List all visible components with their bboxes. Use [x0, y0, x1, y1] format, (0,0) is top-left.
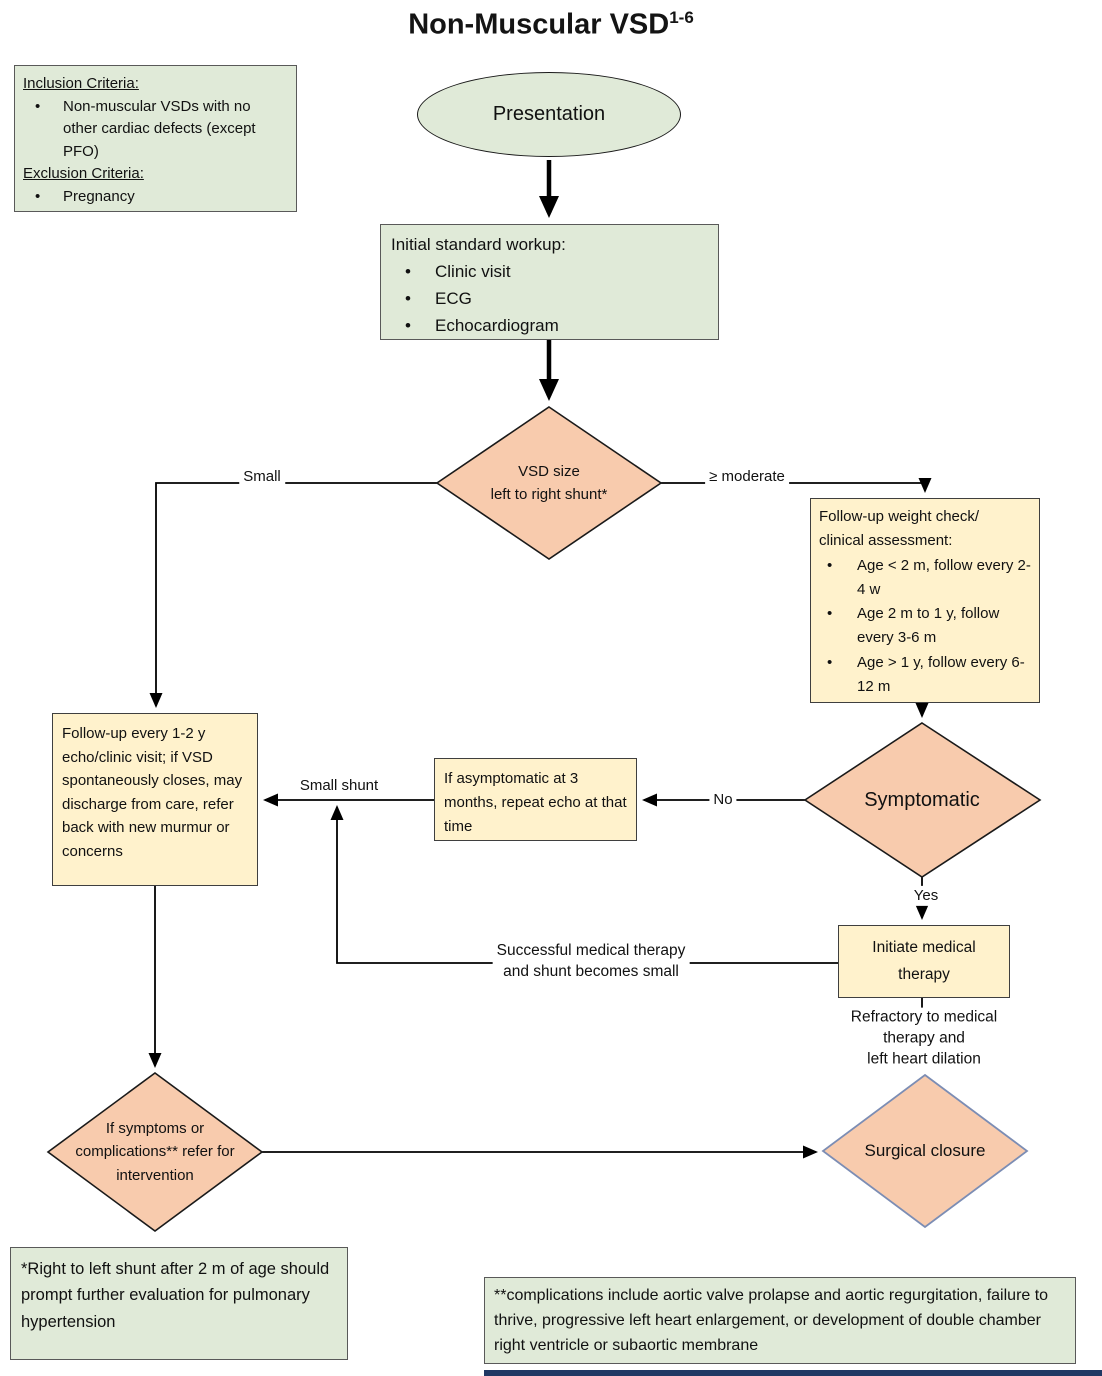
edge-label-small-shunt: Small shunt	[295, 775, 383, 797]
bottom-navy-strip	[484, 1370, 1102, 1376]
workup-list: Clinic visit ECG Echocardiogram	[391, 259, 708, 340]
weight-check-heading: Follow-up weight check/ clinical assessm…	[819, 508, 980, 550]
workup-item: Clinic visit	[391, 259, 708, 286]
vsd-size-diamond-label: VSD size left to right shunt*	[490, 462, 608, 503]
edge-label-successful: Successful medical therapy and shunt bec…	[492, 941, 690, 983]
exclusion-heading: Exclusion Criteria:	[23, 165, 144, 182]
vsd-size-diamond-shape	[435, 406, 663, 560]
title-superscript: 1-6	[669, 8, 694, 27]
weight-check-item: Age < 2 m, follow every 2-4 w	[819, 554, 1031, 603]
arrow-moderate-path	[661, 478, 932, 493]
arrow-small-path	[149, 482, 437, 708]
surgical-closure-diamond-label: Surgical closure	[864, 1141, 986, 1160]
weight-check-item: Age > 1 y, follow every 6-12 m	[819, 651, 1031, 700]
if-symptoms-diamond-shape	[46, 1072, 264, 1232]
presentation-label: Presentation	[492, 103, 606, 125]
note-right-to-left-shunt: *Right to left shunt after 2 m of age sh…	[10, 1247, 348, 1360]
edge-label-refractory: Refractory to medical therapy and left h…	[835, 1007, 1013, 1071]
note-complications: **complications include aortic valve pro…	[484, 1277, 1076, 1364]
presentation-node: Presentation	[417, 72, 681, 157]
exclusion-item: Pregnancy	[23, 186, 288, 209]
workup-item: ECG	[391, 286, 708, 313]
edge-label-moderate: ≥ moderate	[705, 466, 789, 488]
symptomatic-diamond-label: Symptomatic	[864, 788, 980, 811]
initiate-therapy-box: Initiate medical therapy	[838, 925, 1010, 998]
workup-heading: Initial standard workup:	[391, 235, 566, 254]
edge-label-small: Small	[239, 466, 285, 488]
followup-small-box: Follow-up every 1-2 y echo/clinic visit;…	[52, 713, 258, 886]
criteria-box: Inclusion Criteria: Non-muscular VSDs wi…	[14, 65, 297, 212]
if-symptoms-diamond-label: If symptoms or complications** refer for…	[75, 1120, 235, 1184]
symptomatic-diamond-shape	[803, 722, 1042, 878]
title-text: Non-Muscular VSD	[408, 8, 670, 41]
inclusion-item: Non-muscular VSDs with no other cardiac …	[23, 96, 288, 164]
surgical-closure-diamond-shape	[821, 1073, 1029, 1229]
edge-label-no: No	[709, 789, 737, 811]
weight-check-item: Age 2 m to 1 y, follow every 3-6 m	[819, 602, 1031, 651]
inclusion-list: Non-muscular VSDs with no other cardiac …	[23, 96, 288, 164]
exclusion-list: Pregnancy	[23, 186, 288, 209]
weight-check-box: Follow-up weight check/ clinical assessm…	[810, 498, 1040, 703]
workup-item: Echocardiogram	[391, 313, 708, 340]
page-title: Non-Muscular VSD1-6	[0, 8, 1102, 42]
weight-check-list: Age < 2 m, follow every 2-4 w Age 2 m to…	[819, 554, 1031, 700]
asymptomatic-box: If asymptomatic at 3 months, repeat echo…	[434, 758, 637, 841]
inclusion-heading: Inclusion Criteria:	[23, 75, 139, 92]
workup-box: Initial standard workup: Clinic visit EC…	[380, 224, 719, 340]
edge-label-yes: Yes	[909, 885, 943, 907]
